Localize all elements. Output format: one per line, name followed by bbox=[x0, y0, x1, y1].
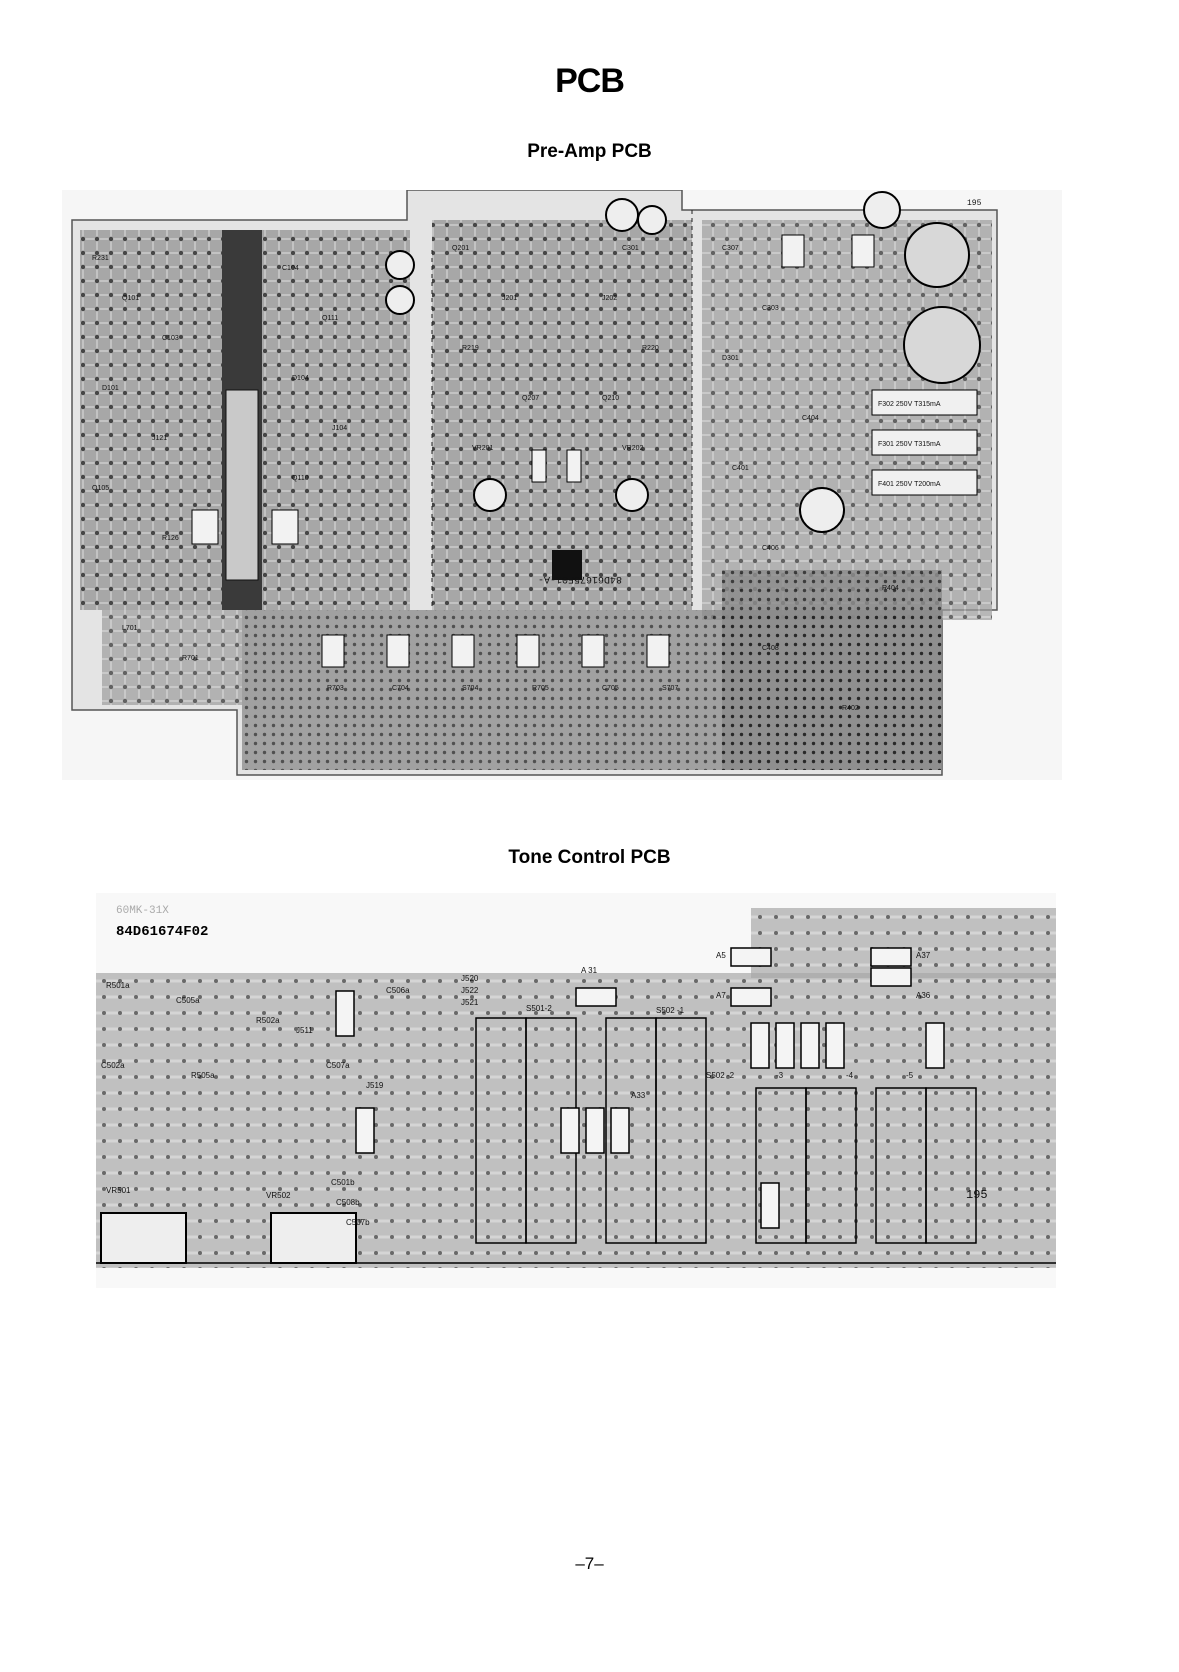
svg-text:VR202: VR202 bbox=[622, 445, 644, 452]
svg-text:J201: J201 bbox=[502, 295, 517, 302]
svg-text:J520: J520 bbox=[461, 974, 479, 983]
fuse-label-f401: F401 250V T200mA bbox=[878, 481, 941, 488]
svg-text:C104: C104 bbox=[282, 265, 299, 272]
svg-text:C307: C307 bbox=[722, 245, 739, 252]
svg-text:R126: R126 bbox=[162, 535, 179, 542]
svg-text:S502 -2: S502 -2 bbox=[706, 1071, 735, 1080]
svg-text:C406: C406 bbox=[762, 545, 779, 552]
svg-text:L701: L701 bbox=[122, 625, 138, 632]
svg-text:C508b: C508b bbox=[336, 1198, 360, 1207]
svg-text:S501-2: S501-2 bbox=[526, 1004, 552, 1013]
svg-text:A5: A5 bbox=[716, 951, 726, 960]
svg-text:R505a: R505a bbox=[191, 1071, 215, 1080]
svg-text:Q101: Q101 bbox=[122, 295, 139, 302]
svg-text:C704: C704 bbox=[392, 685, 409, 692]
svg-text:C303: C303 bbox=[762, 305, 779, 312]
svg-text:C401: C401 bbox=[732, 465, 749, 472]
svg-text:C404: C404 bbox=[802, 415, 819, 422]
svg-text:J104: J104 bbox=[332, 425, 347, 432]
svg-text:A37: A37 bbox=[916, 951, 931, 960]
svg-text:C502a: C502a bbox=[101, 1061, 125, 1070]
svg-text:R402: R402 bbox=[842, 705, 859, 712]
svg-text:C103: C103 bbox=[162, 335, 179, 342]
svg-text:Q201: Q201 bbox=[452, 245, 469, 252]
svg-text:J202: J202 bbox=[602, 295, 617, 302]
svg-text:J522: J522 bbox=[461, 986, 479, 995]
svg-text:-3: -3 bbox=[776, 1071, 784, 1080]
svg-text:R705: R705 bbox=[532, 685, 549, 692]
svg-text:C408: C408 bbox=[762, 645, 779, 652]
svg-text:A36: A36 bbox=[916, 991, 931, 1000]
svg-text:S502 -1: S502 -1 bbox=[656, 1006, 685, 1015]
preamp-pcb-title: Pre-Amp PCB bbox=[527, 141, 652, 162]
svg-text:C507a: C507a bbox=[326, 1061, 350, 1070]
svg-text:D104: D104 bbox=[292, 375, 309, 382]
svg-text:C507b: C507b bbox=[346, 1218, 370, 1227]
page-number: –7– bbox=[575, 1554, 604, 1573]
page-title: PCB bbox=[555, 62, 625, 100]
svg-text:Q207: Q207 bbox=[522, 395, 539, 402]
svg-text:R231: R231 bbox=[92, 255, 109, 262]
svg-text:S704: S704 bbox=[462, 685, 478, 692]
svg-text:Q110: Q110 bbox=[292, 475, 309, 482]
svg-text:J519: J519 bbox=[366, 1081, 384, 1090]
svg-text:VR501: VR501 bbox=[106, 1186, 131, 1195]
svg-text:D301: D301 bbox=[722, 355, 739, 362]
svg-text:R220: R220 bbox=[642, 345, 659, 352]
svg-text:Q210: Q210 bbox=[602, 395, 619, 402]
svg-text:C506a: C506a bbox=[386, 986, 410, 995]
svg-text:J121: J121 bbox=[152, 435, 167, 442]
preamp-marker-195: 195 bbox=[967, 199, 982, 208]
tone-faint-stamp: 60MK-31X bbox=[116, 905, 169, 917]
svg-text:-4: -4 bbox=[846, 1071, 854, 1080]
svg-text:S707: S707 bbox=[662, 685, 678, 692]
svg-text:R703: R703 bbox=[327, 685, 344, 692]
svg-text:C505a: C505a bbox=[176, 996, 200, 1005]
svg-text:A 31: A 31 bbox=[581, 966, 598, 975]
svg-text:J521: J521 bbox=[461, 998, 479, 1007]
svg-text:VR502: VR502 bbox=[266, 1191, 291, 1200]
svg-text:R404: R404 bbox=[882, 585, 899, 592]
svg-text:C705: C705 bbox=[602, 685, 619, 692]
svg-text:Q111: Q111 bbox=[322, 315, 338, 322]
svg-text:A7: A7 bbox=[716, 991, 726, 1000]
svg-text:C301: C301 bbox=[622, 245, 639, 252]
svg-text:A33: A33 bbox=[631, 1091, 646, 1100]
tone-part-number: 84D61674F02 bbox=[116, 924, 208, 940]
svg-text:R701: R701 bbox=[182, 655, 199, 662]
svg-text:D101: D101 bbox=[102, 385, 119, 392]
svg-text:R502a: R502a bbox=[256, 1016, 280, 1025]
svg-text:-5: -5 bbox=[906, 1071, 914, 1080]
preamp-part-number: 84D61675F01-A- bbox=[538, 573, 622, 584]
svg-text:R501a: R501a bbox=[106, 981, 130, 990]
fuse-label-f302: F302 250V T315mA bbox=[878, 401, 941, 408]
svg-text:R219: R219 bbox=[462, 345, 479, 352]
tone-pcb-title: Tone Control PCB bbox=[508, 847, 671, 868]
svg-text:Q105: Q105 bbox=[92, 485, 109, 492]
svg-text:VR201: VR201 bbox=[472, 445, 494, 452]
tone-marker-195: 195 bbox=[966, 1188, 988, 1202]
svg-text:J511: J511 bbox=[296, 1026, 313, 1035]
svg-text:C501b: C501b bbox=[331, 1178, 355, 1187]
fuse-label-f301: F301 250V T315mA bbox=[878, 441, 941, 448]
